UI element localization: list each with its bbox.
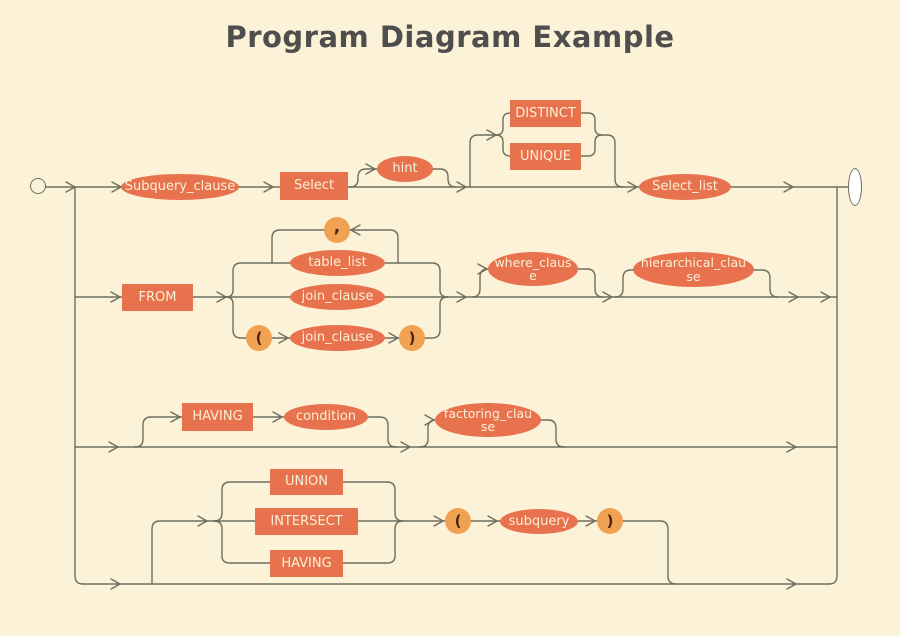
node-select: Select bbox=[280, 172, 348, 200]
node-subquery-clause: Subquery_clause bbox=[121, 174, 239, 200]
node-open-paren-2: ( bbox=[445, 508, 471, 534]
node-close-paren-1: ) bbox=[399, 325, 425, 351]
node-distinct: DISTINCT bbox=[510, 100, 581, 127]
arrow-right-icon bbox=[627, 181, 638, 193]
node-close-paren-2: ) bbox=[597, 508, 623, 534]
arrow-right-icon bbox=[216, 291, 227, 303]
node-table-list: table_list bbox=[290, 250, 385, 276]
arrow-right-icon bbox=[456, 291, 467, 303]
arrow-right-icon bbox=[487, 515, 498, 527]
arrow-right-icon bbox=[278, 332, 289, 344]
diagram-title: Program Diagram Example bbox=[225, 20, 675, 54]
arrow-right-icon bbox=[788, 291, 799, 303]
arrow-right-icon bbox=[110, 291, 121, 303]
arrow-right-icon bbox=[365, 163, 376, 175]
node-subquery: subquery bbox=[500, 509, 578, 534]
arrow-right-icon bbox=[108, 441, 119, 453]
arrow-right-icon bbox=[197, 515, 208, 527]
arrow-right-icon bbox=[433, 515, 444, 527]
arrow-right-icon bbox=[477, 263, 488, 275]
node-where-clause: where_clause bbox=[488, 252, 578, 286]
node-having-1: HAVING bbox=[182, 403, 253, 431]
arrow-right-icon bbox=[424, 414, 435, 426]
arrow-right-icon bbox=[783, 181, 794, 193]
node-join-clause-2: join_clause bbox=[290, 325, 385, 351]
arrow-right-icon bbox=[110, 578, 121, 590]
arrow-right-icon bbox=[820, 291, 831, 303]
node-open-paren-1: ( bbox=[246, 325, 272, 351]
node-intersect: INTERSECT bbox=[255, 508, 358, 535]
arrow-right-icon bbox=[786, 441, 797, 453]
arrow-right-icon bbox=[400, 441, 411, 453]
arrow-right-icon bbox=[388, 332, 399, 344]
arrow-right-icon bbox=[585, 515, 596, 527]
arrow-right-icon bbox=[65, 181, 76, 193]
end-terminal-icon bbox=[848, 168, 862, 206]
node-select-list: Select_list bbox=[639, 174, 731, 200]
arrow-right-icon bbox=[602, 291, 613, 303]
node-condition: condition bbox=[284, 404, 368, 430]
flow-arrows bbox=[65, 129, 831, 590]
node-join-clause-1: join_clause bbox=[290, 284, 385, 310]
arrow-right-icon bbox=[170, 411, 181, 423]
node-having-2: HAVING bbox=[270, 550, 343, 577]
node-factoring-clause: factoring_clause bbox=[435, 403, 541, 437]
node-unique: UNIQUE bbox=[510, 143, 581, 170]
arrow-left-icon bbox=[350, 224, 361, 236]
arrow-right-icon bbox=[272, 411, 283, 423]
node-hint: hint bbox=[377, 156, 433, 182]
node-union: UNION bbox=[270, 469, 343, 495]
arrow-right-icon bbox=[786, 578, 797, 590]
arrow-right-icon bbox=[456, 181, 467, 193]
node-from: FROM bbox=[122, 284, 193, 311]
node-comma-literal: , bbox=[324, 217, 350, 243]
start-terminal-icon bbox=[30, 178, 46, 194]
arrow-right-icon bbox=[486, 129, 497, 141]
arrow-right-icon bbox=[263, 181, 274, 193]
node-hierarchical-clause: hierarchical_clause bbox=[633, 252, 754, 287]
